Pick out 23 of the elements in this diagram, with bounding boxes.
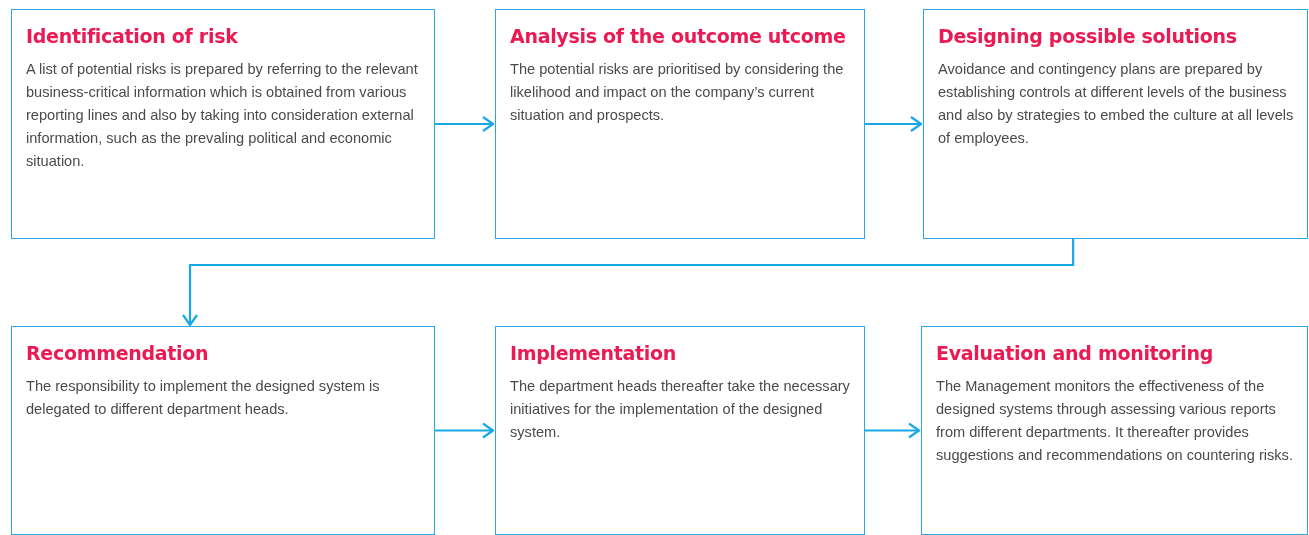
- step-title: Implementation: [510, 341, 677, 366]
- arrow: [181, 239, 1075, 327]
- step-description: A list of potential risks is prepared by referring to the relevant business-critical information which is obtained from various reporting lines and also by taking into consideration external information, such as the prevaling political and economic situation.: [26, 60, 419, 171]
- step-title: Analysis of the outcome utcome: [510, 24, 847, 49]
- step-box: [923, 9, 1308, 239]
- arrow: [435, 422, 495, 439]
- step-box: [921, 326, 1308, 535]
- step-box: [495, 9, 865, 239]
- step-description: The potential risks are prioritised by considering the likelihood and impact on the company’s current situation and prospects.: [510, 60, 845, 125]
- step-box: [11, 9, 435, 239]
- arrow: [865, 422, 921, 439]
- step-description: Avoidance and contingency plans are prepared by establishing controls at different levels of the business and also by strategies to embed the culture at all levels of employees.: [938, 60, 1295, 148]
- step-box: [11, 326, 435, 535]
- step-title: Designing possible solutions: [938, 24, 1238, 49]
- step-description: The Management monitors the effectiveness of the designed systems through assessing various reports from different departments. It thereafter provides suggestions and recommendations on countering risks.: [936, 377, 1294, 465]
- step-description: The responsibility to implement the designed system is delegated to different department heads.: [26, 377, 381, 419]
- step-title: Recommendation: [26, 341, 210, 366]
- arrow: [865, 115, 923, 133]
- step-description: The department heads thereafter take the necessary initiatives for the implementation of the designed system.: [510, 377, 851, 442]
- step-title: Evaluation and monitoring: [936, 341, 1214, 366]
- step-box: [495, 326, 865, 535]
- step-title: Identification of risk: [26, 24, 239, 49]
- arrow: [435, 115, 495, 133]
